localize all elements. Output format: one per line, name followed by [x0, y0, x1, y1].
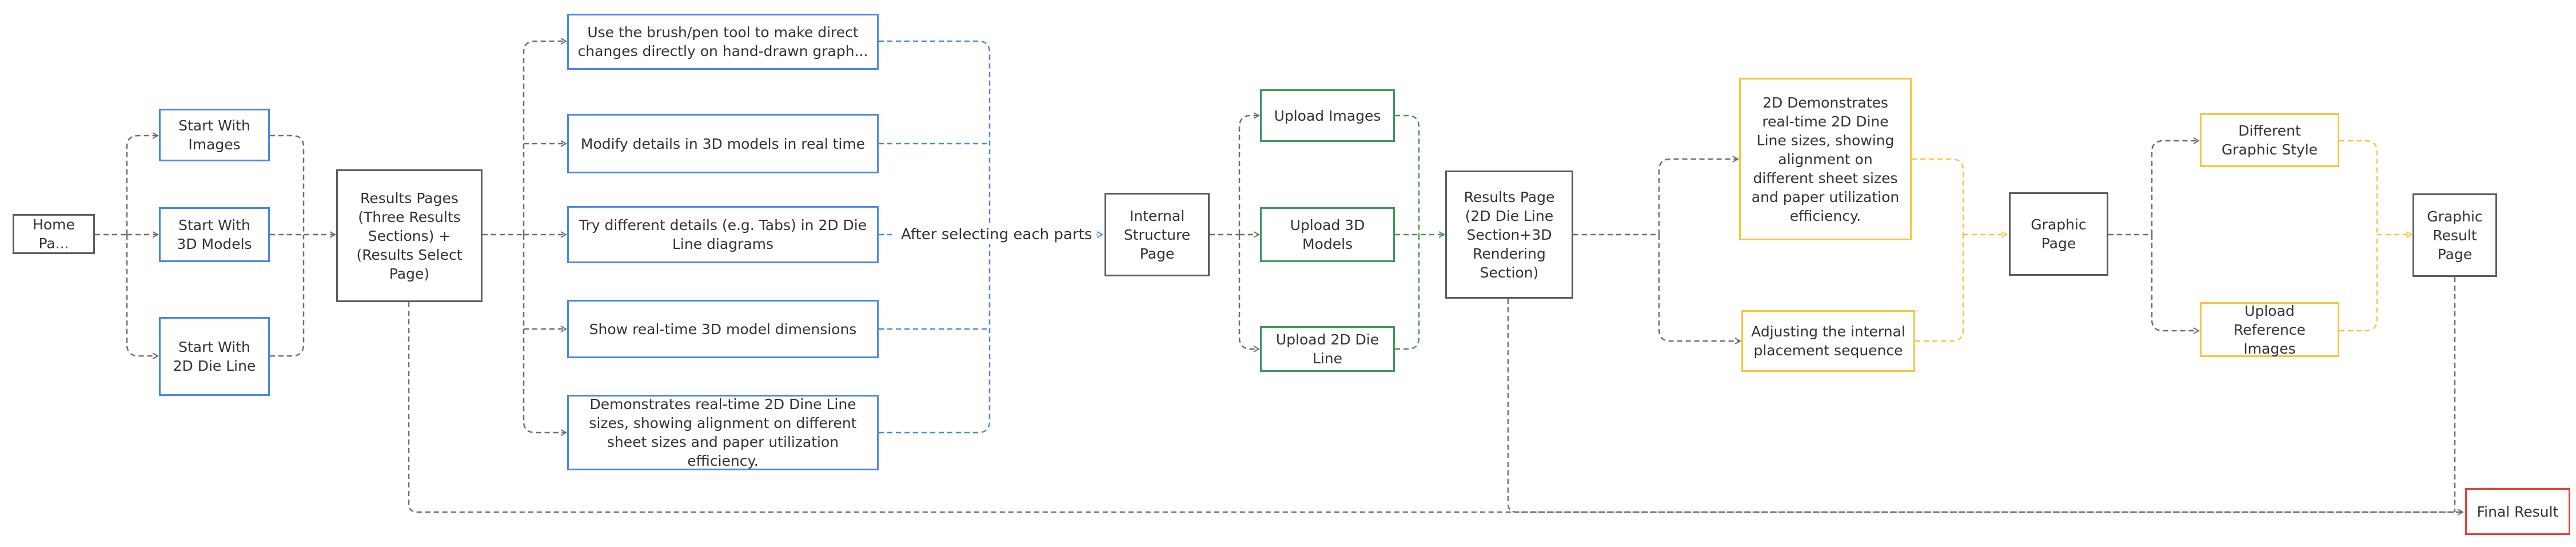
edge-brush-merge	[879, 40, 991, 235]
node-upload-reference-images[interactable]: Upload Reference Images	[2200, 302, 2339, 357]
node-demonstrates-2d-sizes-right[interactable]: 2D Demonstrates real-time 2D Dine Line s…	[1739, 78, 1912, 240]
node-upload-images[interactable]: Upload Images	[1260, 89, 1395, 142]
node-start-with-2d-die-line[interactable]: Start With 2D Die Line	[159, 317, 270, 396]
node-start-with-3d-models[interactable]: Start With 3D Models	[159, 207, 270, 262]
edge-demo2d-merge	[879, 235, 991, 434]
node-graphic-page[interactable]: Graphic Page	[2009, 192, 2108, 276]
edge-home-to-start-2d	[126, 235, 158, 356]
edge-label-after-selecting: After selecting each parts	[896, 225, 1097, 244]
edge-start-images-merge	[270, 134, 305, 235]
edge-adjust-merge	[1915, 235, 1964, 342]
edge-internal-to-upload-images	[1238, 116, 1259, 235]
edge-style-merge	[2339, 140, 2378, 235]
edge-start-2d-merge	[270, 235, 305, 357]
node-final-result[interactable]: Final Result	[2465, 488, 2570, 535]
node-upload-2d-die-line[interactable]: Upload 2D Die Line	[1260, 326, 1395, 372]
edge-results2-to-adjust	[1658, 235, 1740, 341]
edge-reference-merge	[2339, 235, 2378, 332]
edge-demo2d-right-merge	[1912, 158, 1964, 235]
edge-home-to-start-images	[126, 136, 158, 235]
node-try-2d-details[interactable]: Try different details (e.g. Tabs) in 2D …	[567, 206, 879, 263]
edge-internal-to-upload-2d	[1238, 235, 1259, 349]
node-home-page[interactable]: Home Pa...	[13, 214, 95, 254]
edge-upload-images-merge	[1395, 114, 1420, 235]
node-graphic-result-page[interactable]: Graphic Result Page	[2412, 193, 2497, 277]
node-demonstrates-2d-sizes-left[interactable]: Demonstrates real-time 2D Dine Line size…	[567, 395, 879, 470]
edge-graphic-to-reference	[2151, 235, 2199, 331]
node-results-page-2d-3d[interactable]: Results Page (2D Die Line Section+3D Ren…	[1445, 171, 1573, 299]
node-modify-3d-details[interactable]: Modify details in 3D models in real time	[567, 114, 879, 173]
edge-results2-to-final	[1507, 299, 2463, 513]
node-adjusting-internal-placement[interactable]: Adjusting the internal placement sequenc…	[1741, 310, 1915, 372]
edge-graphic-to-style	[2151, 141, 2199, 235]
edge-results-to-brush	[523, 41, 566, 235]
edge-upload-2d-merge	[1395, 235, 1420, 350]
edge-results-to-final	[408, 302, 2463, 512]
node-start-with-images[interactable]: Start With Images	[159, 109, 270, 161]
node-internal-structure-page[interactable]: Internal Structure Page	[1104, 193, 1210, 276]
edge-results-to-demo2d	[523, 235, 566, 433]
node-different-graphic-style[interactable]: Different Graphic Style	[2200, 113, 2339, 167]
node-results-pages[interactable]: Results Pages (Three Results Sections) +…	[336, 169, 482, 302]
edge-results2-to-demo2d	[1658, 159, 1738, 235]
node-show-3d-dimensions[interactable]: Show real-time 3D model dimensions	[567, 300, 879, 358]
node-brush-pen-tool[interactable]: Use the brush/pen tool to make direct ch…	[567, 14, 879, 70]
node-upload-3d-models[interactable]: Upload 3D Models	[1260, 207, 1395, 262]
